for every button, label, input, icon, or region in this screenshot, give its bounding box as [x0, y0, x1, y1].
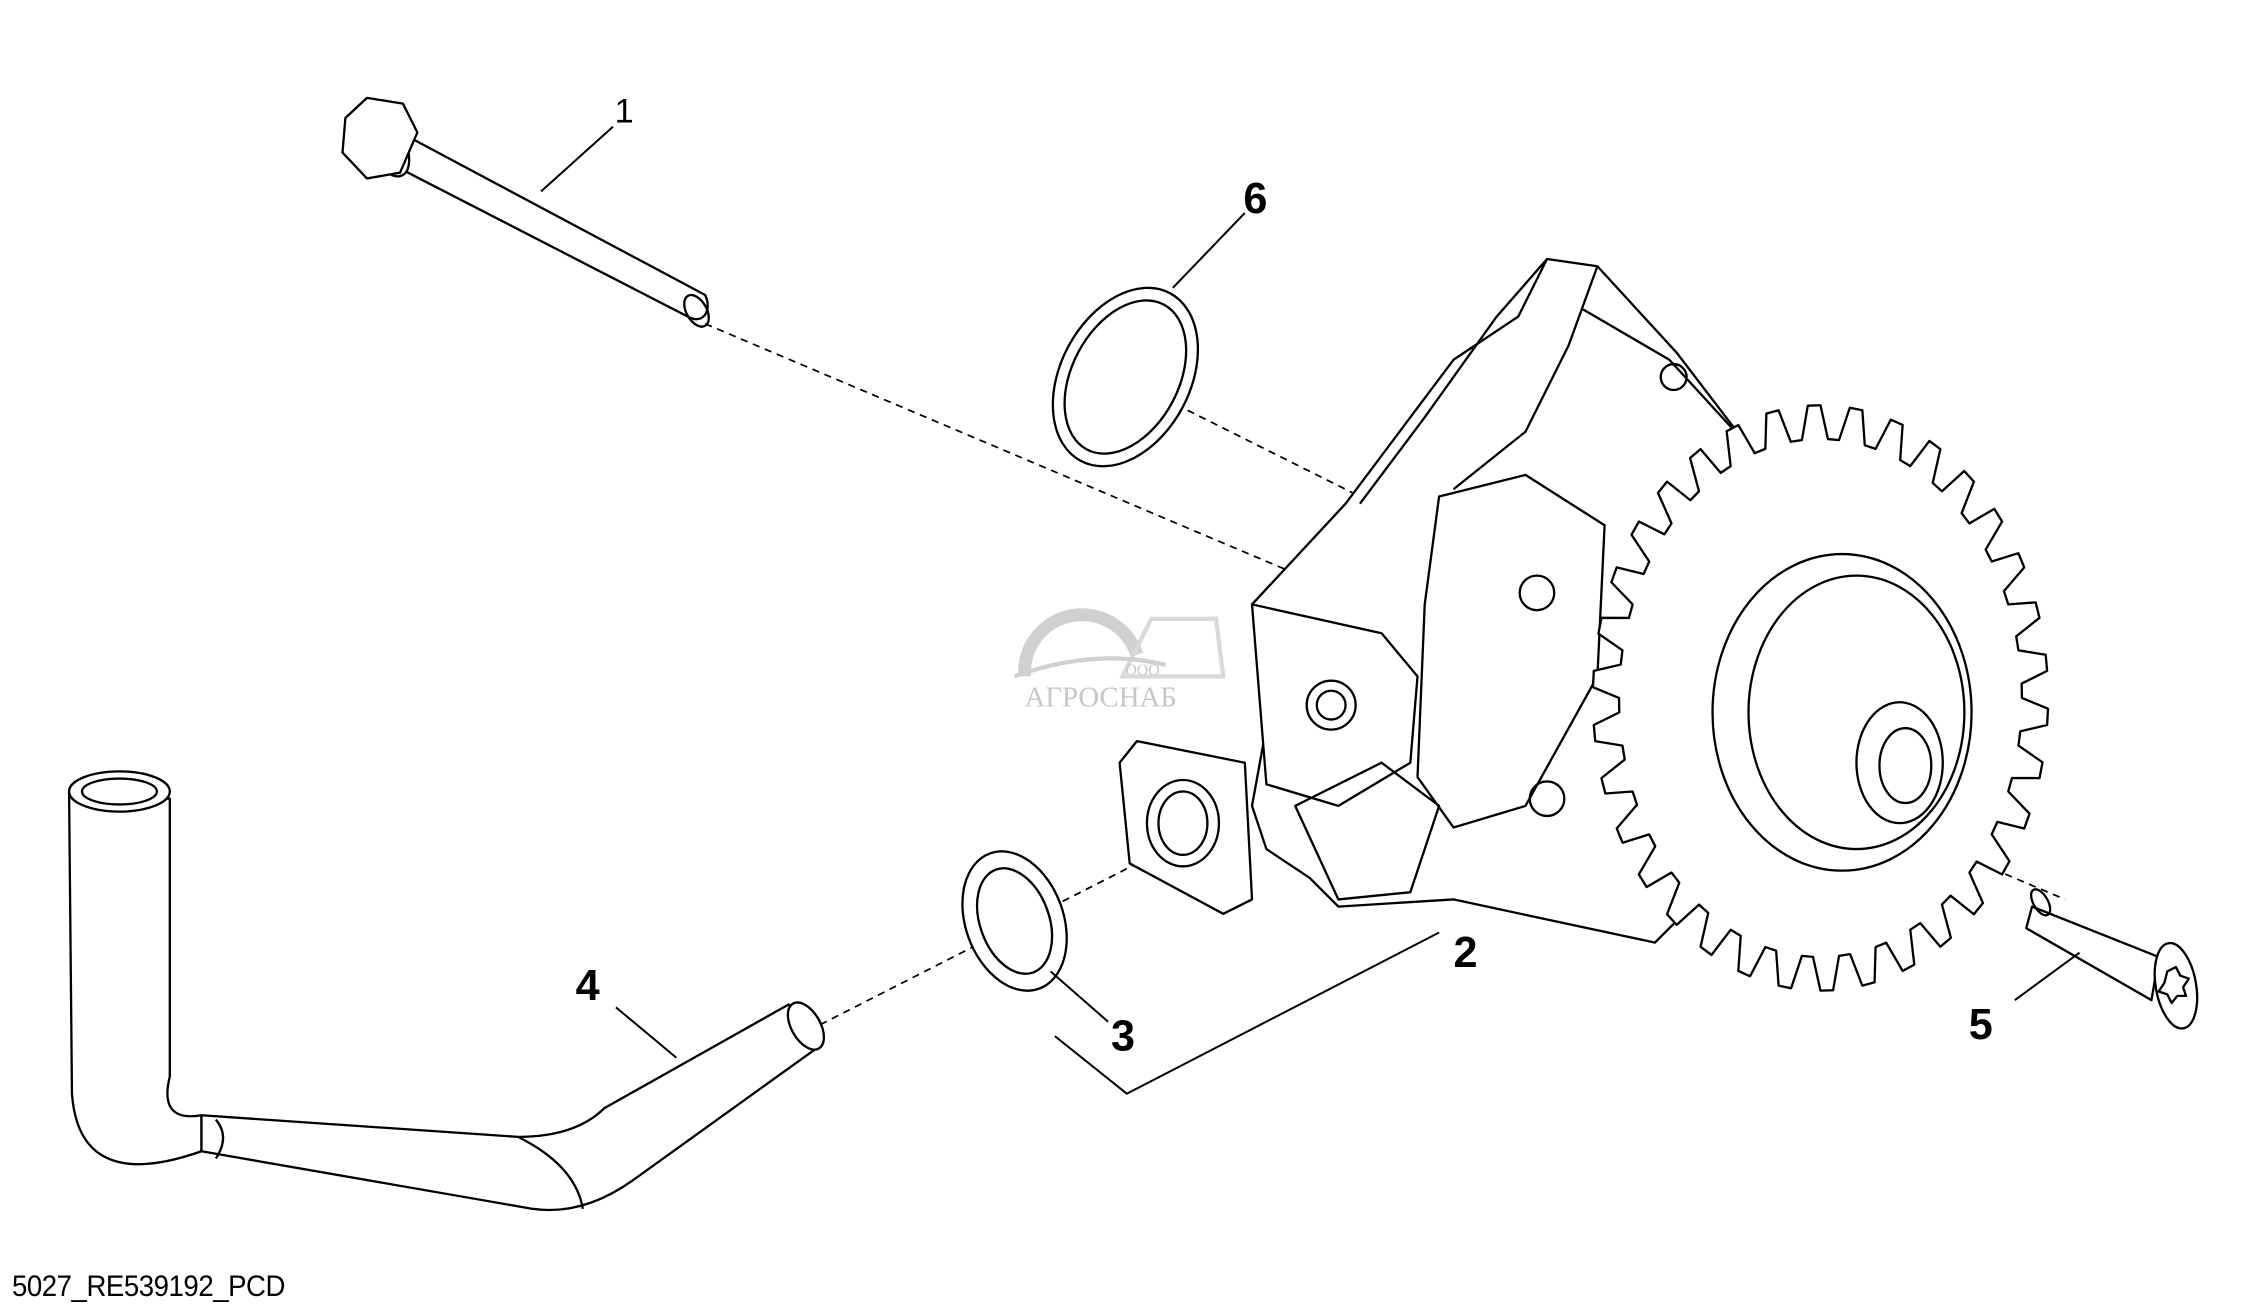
- leader-3: [1049, 970, 1109, 1023]
- leader-5: [2014, 951, 2081, 1001]
- watermark-name: АГРОСНАБ: [1025, 682, 1177, 714]
- callout-4: 4: [576, 962, 600, 1010]
- washer-part-3: [961, 850, 1068, 992]
- callout-5: 5: [1969, 1001, 1993, 1049]
- watermark-prefix: ООО: [1125, 662, 1159, 679]
- leader-1: [540, 125, 614, 193]
- callout-3: 3: [1111, 1013, 1135, 1061]
- callout-6: 6: [1243, 175, 1267, 223]
- tube-part-4: [67, 770, 826, 1212]
- bolt-part-1: [341, 96, 710, 328]
- callout-1: 1: [614, 92, 633, 130]
- leader-4: [615, 1006, 678, 1059]
- screw-part-5: [2025, 888, 2199, 1030]
- callout-2: 2: [1453, 929, 1477, 977]
- oring-part-6: [1051, 286, 1200, 468]
- leader-6: [1172, 212, 1246, 289]
- leader-2: [1054, 931, 1440, 1095]
- watermark-logo: ООО АГРОСНАБ: [1013, 608, 1226, 714]
- drawing-code: 5027_RE539192_PCD: [12, 1270, 285, 1303]
- gear: [1591, 404, 2050, 992]
